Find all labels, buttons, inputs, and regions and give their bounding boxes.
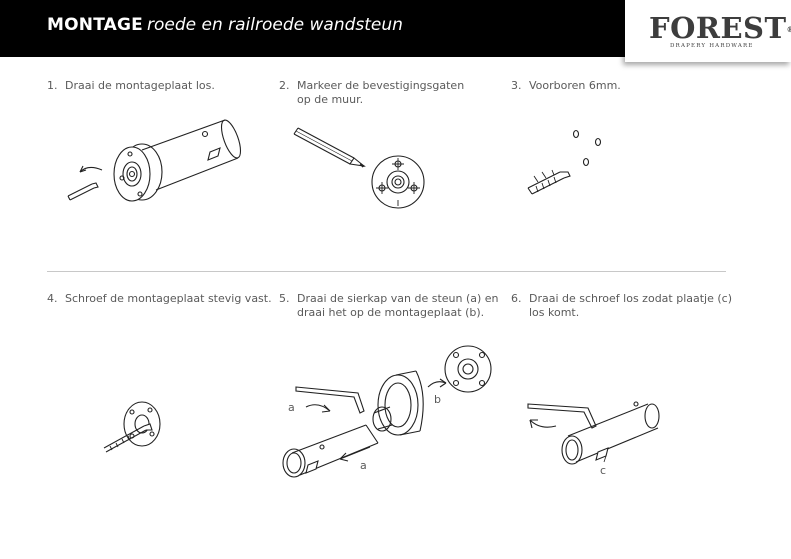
page-title-subtitle: roede en railroede wandsteun [147, 15, 403, 35]
label-b-plate: b [434, 393, 441, 406]
step-number: 2. [279, 79, 290, 92]
page-title-strong: MONTAGE [47, 15, 143, 35]
step-number: 5. [279, 292, 290, 305]
step-1-illustration [67, 119, 242, 202]
step-3-illustration [527, 129, 602, 195]
logo-wordmark-text: FOREST [649, 11, 787, 45]
step-number: 1. [47, 79, 58, 92]
label-a-rotate: a [288, 401, 295, 414]
label-c-plate: c [600, 464, 606, 477]
step-text: Draai de schroef los zodat plaatje (c) l… [529, 292, 733, 319]
step-2-illustration [293, 127, 425, 209]
brand-logo: FOREST® DRAPERY HARDWARE [625, 0, 791, 62]
step-text: Schroef de montageplaat stevig vast. [65, 292, 272, 305]
step-text: Draai de montageplaat los. [65, 79, 215, 92]
section-divider [47, 271, 726, 272]
logo-tagline: DRAPERY HARDWARE [670, 43, 754, 49]
step-text: Voorboren 6mm. [529, 79, 621, 92]
step-number: 6. [511, 292, 522, 305]
logo-wordmark: FOREST® [649, 12, 791, 44]
step-4-illustration [103, 401, 161, 453]
label-a-pull: a [360, 459, 367, 472]
step-text: Markeer de bevestigingsgaten op de muur. [297, 79, 465, 106]
step-6-illustration: c [527, 401, 660, 477]
step-number: 4. [47, 292, 58, 305]
step-number: 3. [511, 79, 522, 92]
step-text: Draai de sierkap van de steun (a) en dra… [297, 292, 499, 319]
logo-registered: ® [786, 25, 791, 34]
step-5-illustration: a a b [282, 345, 492, 478]
